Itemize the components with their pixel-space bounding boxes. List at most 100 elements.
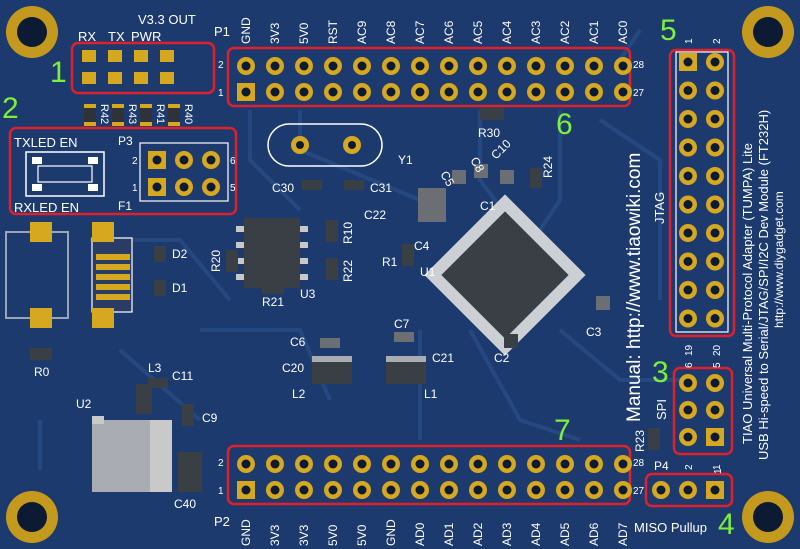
p1-pin-top-13: [614, 57, 632, 75]
label-r20: R20: [209, 250, 223, 272]
p1-pin-label-11: AC2: [558, 20, 572, 44]
rx-label: RX: [78, 29, 96, 44]
jtag-pin-left-9: [679, 309, 697, 328]
jumper-section: TXLED EN RXLED EN P3 F1 2 6 1 5: [8, 126, 238, 216]
jtag-pin-20: 20: [712, 344, 723, 356]
p1-pin-top-3: [324, 57, 342, 75]
p3-pin-2: 2: [132, 156, 138, 167]
led-resistors: [84, 104, 180, 126]
p2-pin-bottom-4: [353, 481, 371, 499]
callout-5: 5: [660, 14, 677, 47]
p1-pin-bottom-4: [353, 83, 371, 101]
label-y1: Y1: [398, 153, 413, 167]
label-r24: R24: [541, 156, 555, 178]
label-c2: C2: [494, 351, 510, 365]
jtag-pin-left-1: [679, 81, 697, 100]
p2-pin-label-13: AD7: [616, 522, 630, 546]
jtag-pin-right-3: [706, 138, 724, 157]
callout-3: 3: [652, 356, 669, 389]
p2-pin-bottom-2: [295, 481, 313, 499]
jtag-pin-left-8: [679, 281, 697, 299]
p1-row-right-27: 27: [633, 88, 645, 99]
spi-pin-6: 6: [684, 362, 695, 368]
p1-pin-bottom-12: [585, 83, 603, 101]
jtag-pin-left-4: [679, 167, 697, 185]
spi-pin-2: 2: [684, 464, 695, 470]
jtag-pin-left-2: [679, 110, 697, 128]
manual-url: Manual: http://www.tiaowiki.com: [624, 153, 645, 422]
label-c30: C30: [272, 181, 294, 195]
p1-row-right-28: 28: [633, 60, 645, 71]
p1-pin-top-9: [498, 57, 516, 75]
label-r21: R21: [262, 295, 284, 309]
jtag-pin-right-6: [706, 224, 724, 242]
callout-2: 2: [2, 92, 19, 125]
spi-highlight-box: [672, 366, 734, 456]
p2-name: P2: [214, 514, 230, 529]
jtag-pin-right-9: [706, 309, 724, 328]
tx-label: TX: [108, 29, 125, 44]
product-line-2: USB Hi-speed to Serial/JTAG/SPI/I2C Dev …: [756, 110, 771, 460]
led-highlight-box: [70, 41, 216, 95]
label-c1: C1: [480, 199, 496, 213]
p1-pin-top-8: [469, 57, 487, 75]
p2-pin-label-5: GND: [384, 519, 398, 546]
p1-pin-label-9: AC4: [500, 20, 514, 44]
jtag-pin-2: 2: [712, 38, 723, 44]
side-text: Manual: http://www.tiaowiki.com TIAO Uni…: [624, 110, 786, 460]
p1-pin-bottom-7: [440, 83, 458, 101]
p2-pin-bottom-5: [382, 481, 400, 499]
spi-header: 6 5 2 1 SPI: [654, 362, 734, 470]
p2-pin-top-10: [527, 455, 545, 473]
label-u1: U1: [420, 265, 436, 279]
r43-label: R43: [126, 104, 138, 124]
p1-pin-label-6: AC7: [413, 20, 427, 44]
jtag-header: 1 2 19 20 JTAG: [652, 38, 736, 356]
p2-pin-label-8: AD2: [471, 522, 485, 546]
p2-pin-label-11: AD5: [558, 522, 572, 546]
passive-parts: [30, 108, 660, 492]
p1-pin-label-8: AC5: [471, 20, 485, 44]
p2-pin-bottom-9: [498, 481, 516, 499]
label-l2: L2: [292, 387, 306, 401]
p1-pin-label-0: GND: [239, 17, 253, 44]
callout-7: 7: [554, 414, 571, 447]
label-c9: C9: [202, 411, 218, 425]
jtag-pin-right-5: [706, 195, 724, 214]
chip-u3: [236, 218, 308, 288]
p2-pin-label-7: AD1: [442, 522, 456, 546]
p2-pin-bottom-3: [324, 481, 342, 499]
spi-pin-5: 5: [712, 362, 723, 368]
mounting-holes: [6, 6, 794, 543]
p2-pin-top-9: [498, 455, 516, 473]
p2-pin-label-9: AD3: [500, 522, 514, 546]
jtag-pin-left-6: [679, 224, 697, 242]
p1-pin-label-3: RST: [326, 19, 340, 44]
jtag-pin-right-1: [706, 81, 724, 100]
label-c31: C31: [370, 181, 392, 195]
p2-pin-top-13: [614, 455, 632, 473]
jtag-highlight-box: [668, 48, 736, 338]
p2-pin-bottom-10: [527, 481, 545, 499]
crystal-y1: [267, 123, 383, 167]
spi-pin-left-2: [679, 428, 697, 446]
p1-pin-bottom-10: [527, 83, 545, 101]
p1-pin-label-4: AC9: [355, 20, 369, 44]
jtag-pin-left-0: [679, 53, 697, 71]
jtag-pin-right-7: [706, 252, 724, 271]
p2-pin-top-8: [469, 455, 487, 473]
jtag-pin-left-7: [679, 252, 697, 271]
p2-pin-bottom-7: [440, 481, 458, 499]
v33-out-label: V3.3 OUT: [138, 12, 196, 27]
p2-pin-label-10: AD4: [529, 522, 543, 546]
label-c8: C8: [467, 155, 487, 176]
p1-pin-top-12: [585, 57, 603, 75]
txled-en-label: TXLED EN: [14, 135, 78, 150]
label-c20: C20: [282, 361, 304, 375]
f1-label: F1: [118, 199, 132, 213]
jtag-pin-right-2: [706, 110, 724, 128]
label-c3: C3: [586, 325, 602, 339]
p2-pin-bottom-1: [266, 481, 284, 499]
